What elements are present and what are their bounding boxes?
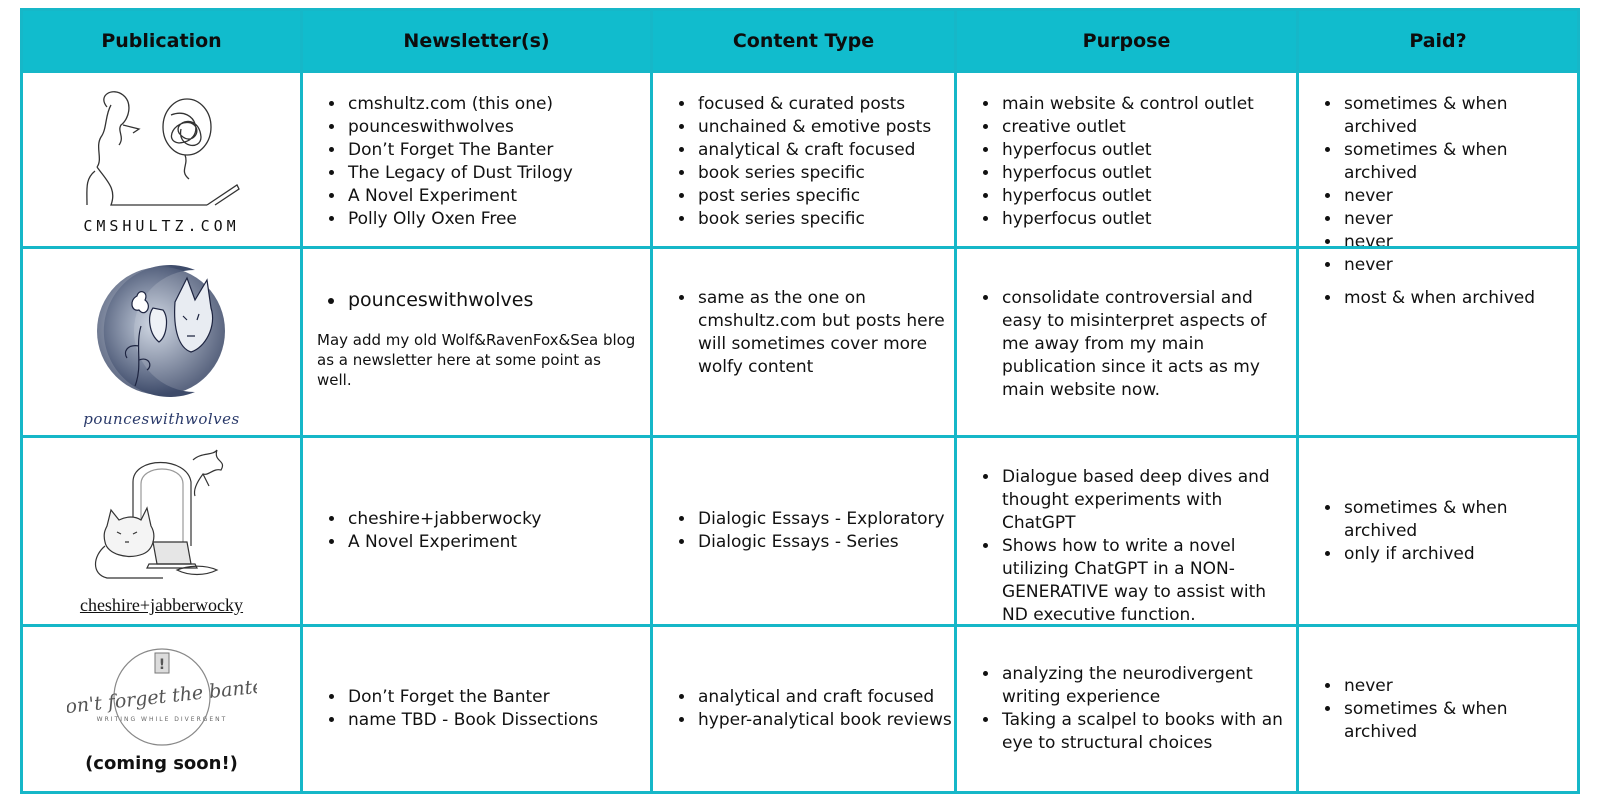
list-item: A Novel Experiment bbox=[346, 185, 650, 208]
list-item: focused & curated posts bbox=[696, 93, 954, 116]
list-item: Dialogic Essays - Exploratory bbox=[696, 508, 954, 531]
newsletters-cell: cmshultz.com (this one) pounceswithwolve… bbox=[300, 73, 650, 246]
moon-wolf-fox-icon bbox=[96, 265, 225, 397]
table-row: cheshire+jabberwocky cheshire+jabberwock… bbox=[23, 435, 1577, 627]
badge-sub-text: WRITING WHILE DIVERGENT bbox=[96, 716, 227, 723]
cat-dragon-laptop-icon bbox=[94, 449, 223, 579]
list-item: Polly Olly Oxen Free bbox=[346, 208, 650, 231]
publication-cell: pounceswithwolves bbox=[23, 249, 300, 435]
list-item: consolidate controversial and easy to mi… bbox=[1000, 287, 1296, 402]
header-publication: Publication bbox=[101, 29, 222, 52]
content-type-cell: Dialogic Essays - Exploratory Dialogic E… bbox=[650, 438, 954, 624]
paid-cell: sometimes & when archived only if archiv… bbox=[1296, 438, 1577, 624]
newsletters-cell: cheshire+jabberwocky A Novel Experiment bbox=[300, 438, 650, 624]
sketch-woman-writing-icon bbox=[85, 90, 240, 206]
list-item: name TBD - Book Dissections bbox=[346, 709, 650, 732]
purpose-cell: consolidate controversial and easy to mi… bbox=[954, 249, 1296, 435]
paid-cell: sometimes & when archived sometimes & wh… bbox=[1296, 73, 1577, 275]
header-paid: Paid? bbox=[1296, 11, 1577, 70]
header-newsletters: Newsletter(s) bbox=[300, 11, 650, 70]
list-item: book series specific bbox=[696, 208, 954, 231]
list-item: hyperfocus outlet bbox=[1000, 162, 1296, 185]
list-item: book series specific bbox=[696, 162, 954, 185]
list-item: only if archived bbox=[1342, 543, 1577, 566]
publication-cell: CMSHULTZ.COM bbox=[23, 73, 300, 246]
newsletters-cell: Don’t Forget the Banter name TBD - Book … bbox=[300, 627, 650, 791]
list-item: post series specific bbox=[696, 185, 954, 208]
list-item: never bbox=[1342, 208, 1577, 231]
list-item: hyper-analytical book reviews bbox=[696, 709, 954, 732]
table-header-row: Publication Newsletter(s) Content Type P… bbox=[23, 11, 1577, 70]
publication-cell: cheshire+jabberwocky bbox=[23, 438, 300, 624]
list-item: most & when archived bbox=[1342, 287, 1577, 310]
content-type-cell: focused & curated posts unchained & emot… bbox=[650, 73, 954, 246]
paid-cell: most & when archived bbox=[1296, 249, 1577, 435]
logo-caption: (coming soon!) bbox=[85, 752, 238, 774]
newsletter-note: May add my old Wolf&RavenFox&Sea blog as… bbox=[317, 331, 636, 389]
publication-cell: ! Don't forget the banter WRITING WHILE … bbox=[23, 627, 300, 791]
svg-text:!: ! bbox=[158, 657, 164, 673]
list-item: cmshultz.com (this one) bbox=[346, 93, 650, 116]
content-type-cell: analytical and craft focused hyper-analy… bbox=[650, 627, 954, 791]
list-item: Dialogue based deep dives and thought ex… bbox=[1000, 466, 1296, 535]
list-item: cheshire+jabberwocky bbox=[346, 508, 650, 531]
logo-caption: cheshire+jabberwocky bbox=[79, 595, 244, 615]
list-item: Don’t Forget The Banter bbox=[346, 139, 650, 162]
newsletters-cell: pounceswithwolves May add my old Wolf&Ra… bbox=[300, 249, 650, 435]
list-item: hyperfocus outlet bbox=[1000, 139, 1296, 162]
list-item: A Novel Experiment bbox=[346, 531, 650, 554]
publications-table: Publication Newsletter(s) Content Type P… bbox=[20, 8, 1580, 794]
list-item: Don’t Forget the Banter bbox=[346, 686, 650, 709]
header-content-type: Content Type bbox=[650, 11, 954, 70]
list-item: analyzing the neurodivergent writing exp… bbox=[1000, 663, 1296, 709]
list-item: unchained & emotive posts bbox=[696, 116, 954, 139]
list-item: Shows how to write a novel utilizing Cha… bbox=[1000, 535, 1296, 627]
list-item: hyperfocus outlet bbox=[1000, 208, 1296, 231]
list-item: sometimes & when archived bbox=[1342, 139, 1577, 185]
list-item: main website & control outlet bbox=[1000, 93, 1296, 116]
list-item: analytical and craft focused bbox=[696, 686, 954, 709]
badge-script-text: Don't forget the banter bbox=[67, 674, 257, 720]
list-item: creative outlet bbox=[1000, 116, 1296, 139]
table-row: CMSHULTZ.COM cmshultz.com (this one) pou… bbox=[23, 70, 1577, 275]
list-item: sometimes & when archived bbox=[1342, 497, 1577, 543]
list-item: Dialogic Essays - Series bbox=[696, 531, 954, 554]
content-type-cell: same as the one on cmshultz.com but post… bbox=[650, 249, 954, 435]
logo-caption: CMSHULTZ.COM bbox=[83, 216, 240, 235]
list-item: pounceswithwolves bbox=[346, 116, 650, 139]
purpose-cell: analyzing the neurodivergent writing exp… bbox=[954, 627, 1296, 791]
list-item: same as the one on cmshultz.com but post… bbox=[696, 287, 954, 379]
list-item: never bbox=[1342, 675, 1577, 698]
purpose-cell: Dialogue based deep dives and thought ex… bbox=[954, 438, 1296, 627]
list-item: pounceswithwolves bbox=[346, 289, 650, 312]
table-row: ! Don't forget the banter WRITING WHILE … bbox=[23, 624, 1577, 791]
header-purpose: Purpose bbox=[954, 11, 1296, 70]
logo-caption: pounceswithwolves bbox=[83, 410, 240, 428]
list-item: never bbox=[1342, 254, 1577, 277]
list-item: never bbox=[1342, 185, 1577, 208]
dont-forget-the-banter-badge-icon: ! Don't forget the banter WRITING WHILE … bbox=[67, 647, 257, 746]
list-item: sometimes & when archived bbox=[1342, 93, 1577, 139]
list-item: hyperfocus outlet bbox=[1000, 185, 1296, 208]
list-item: sometimes & when archived bbox=[1342, 698, 1577, 744]
list-item: analytical & craft focused bbox=[696, 139, 954, 162]
purpose-cell: main website & control outlet creative o… bbox=[954, 73, 1296, 246]
paid-cell: never sometimes & when archived bbox=[1296, 627, 1577, 791]
list-item: The Legacy of Dust Trilogy bbox=[346, 162, 650, 185]
table-row: pounceswithwolves pounceswithwolves May … bbox=[23, 246, 1577, 435]
list-item: Taking a scalpel to books with an eye to… bbox=[1000, 709, 1296, 755]
